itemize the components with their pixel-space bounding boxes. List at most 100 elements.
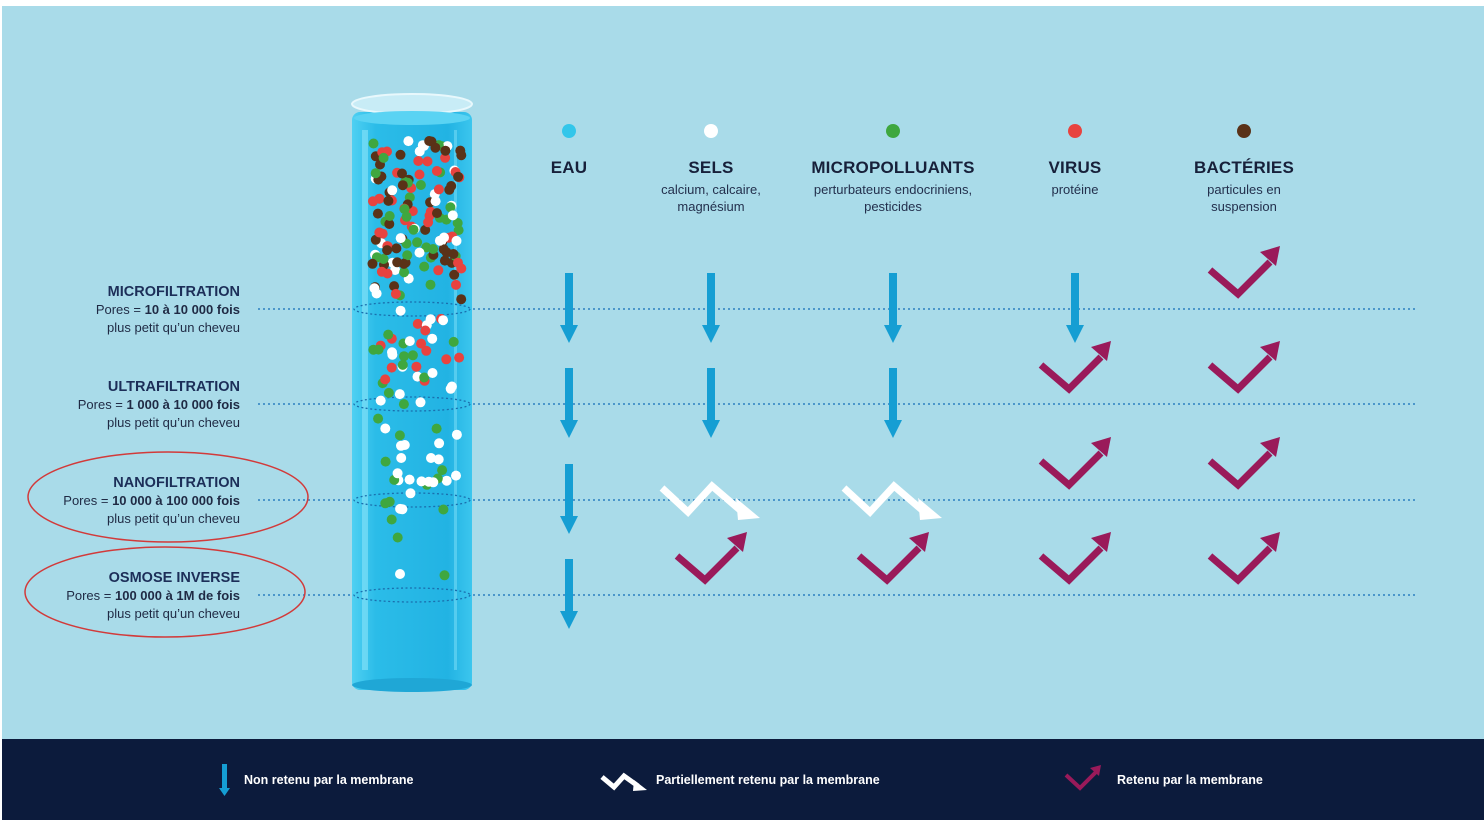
column-title: VIRUS xyxy=(1048,158,1102,177)
row-label-ultrafiltration: ULTRAFILTRATION Pores = 1 000 à 10 000 f… xyxy=(78,378,240,432)
checkmark-icon xyxy=(1038,354,1104,394)
particle xyxy=(451,279,461,290)
tube-bottom xyxy=(352,678,472,692)
particle xyxy=(378,254,389,264)
particle xyxy=(434,235,445,246)
column-title: EAU xyxy=(550,158,588,177)
checkmark-icon xyxy=(1038,450,1104,490)
zigzag-arrowhead xyxy=(736,498,760,520)
particle xyxy=(414,169,425,180)
row-pores: Pores = 10 000 à 100 000 fois xyxy=(63,493,240,508)
legend-checkmark-arrowhead xyxy=(1090,765,1101,776)
particle xyxy=(384,211,395,221)
particle xyxy=(430,142,441,153)
row-pores: Pores = 100 000 à 1M de fois xyxy=(66,588,240,603)
cell-microfiltration-virus xyxy=(1066,273,1084,343)
particle xyxy=(415,397,426,408)
down-arrow-icon xyxy=(1066,273,1084,343)
pores-prefix: Pores = xyxy=(66,588,115,603)
particle xyxy=(451,429,462,440)
column-subtitle: particules en suspension xyxy=(1207,182,1281,214)
particle xyxy=(440,145,451,156)
particle xyxy=(433,454,444,465)
particle xyxy=(386,362,397,373)
cell-osmose-eau xyxy=(560,559,578,629)
particle xyxy=(441,354,452,365)
row-note: plus petit qu’un cheveu xyxy=(107,606,240,621)
particle xyxy=(405,488,416,499)
particle xyxy=(441,475,452,486)
particle xyxy=(368,138,379,149)
particle xyxy=(397,180,408,191)
particle xyxy=(404,336,415,347)
particle xyxy=(438,504,449,515)
cell-osmose-sels xyxy=(674,532,747,585)
column-subtitle: protéine xyxy=(1051,182,1099,197)
zigzag-arrowhead xyxy=(918,498,942,520)
cell-nanofiltration-bacteries xyxy=(1207,437,1280,490)
particle xyxy=(444,184,455,195)
checkmark-icon xyxy=(674,545,740,585)
particle xyxy=(453,225,464,236)
particle xyxy=(456,294,467,305)
particle xyxy=(386,514,397,525)
legend-non-retenu-label: Non retenu par la membrane xyxy=(244,773,414,787)
particle xyxy=(440,152,451,163)
legend-zigzag-arrowhead xyxy=(633,780,647,791)
cell-osmose-micropolluants xyxy=(856,532,929,585)
particle xyxy=(372,208,383,219)
particle xyxy=(439,570,450,581)
particle xyxy=(394,430,405,441)
particle xyxy=(373,344,384,355)
row-pores: Pores = 10 à 10 000 fois xyxy=(96,302,240,317)
particle xyxy=(454,352,465,363)
column-title: MICROPOLLUANTS xyxy=(811,158,975,177)
checkmark-arrowhead xyxy=(1091,437,1111,457)
column-header-bacteries: BACTÉRIES particules en suspension xyxy=(1124,158,1364,215)
particle xyxy=(451,470,461,481)
particle xyxy=(395,233,406,244)
membrane-ultrafiltration xyxy=(353,396,471,412)
particle xyxy=(407,350,418,361)
cell-microfiltration-sels xyxy=(702,273,720,343)
particle xyxy=(402,250,413,261)
particle xyxy=(453,171,464,182)
particle xyxy=(392,532,403,543)
particle xyxy=(420,224,431,235)
particle xyxy=(438,315,449,326)
particle xyxy=(426,453,436,463)
row-note: plus petit qu’un cheveu xyxy=(107,415,240,430)
highlight-circle-osmose xyxy=(24,546,306,638)
cell-osmose-virus xyxy=(1038,532,1111,585)
column-title: BACTÉRIES xyxy=(1193,158,1295,177)
particle xyxy=(380,423,391,434)
particle xyxy=(374,227,385,238)
checkmark-arrowhead xyxy=(727,532,747,552)
particle xyxy=(456,263,467,274)
particle xyxy=(445,202,456,213)
checkmark-icon xyxy=(1207,450,1273,490)
row-label-nanofiltration: NANOFILTRATION Pores = 10 000 à 100 000 … xyxy=(63,474,240,528)
checkmark-arrowhead xyxy=(1260,437,1280,457)
legend-zigzag-icon xyxy=(600,772,640,791)
particle xyxy=(431,423,442,434)
row-note: plus petit qu’un cheveu xyxy=(107,320,240,335)
highlight-circle-nanofiltration xyxy=(27,451,309,543)
particle xyxy=(412,237,423,248)
particle xyxy=(367,258,378,269)
row-label-microfiltration: MICROFILTRATION Pores = 10 à 10 000 fois… xyxy=(96,283,240,337)
particle xyxy=(428,477,439,488)
particle xyxy=(416,338,427,349)
cell-nanofiltration-virus xyxy=(1038,437,1111,490)
particle xyxy=(384,496,395,507)
pores-value: 1 000 à 10 000 fois xyxy=(126,397,240,412)
checkmark-arrowhead xyxy=(1091,341,1111,361)
particle xyxy=(380,374,391,385)
down-arrow-icon xyxy=(884,273,902,343)
checkmark-icon xyxy=(1207,259,1273,299)
particle xyxy=(390,288,401,299)
particle xyxy=(399,440,410,450)
down-arrow-icon xyxy=(560,464,578,534)
